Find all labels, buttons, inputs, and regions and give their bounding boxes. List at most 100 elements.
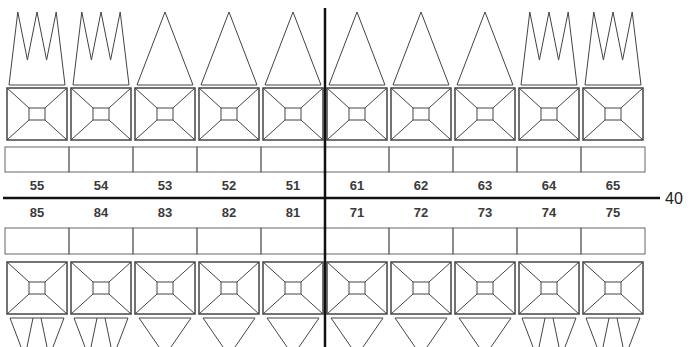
root-line <box>603 318 609 347</box>
surface-diagonal <box>429 294 451 314</box>
root-base <box>139 318 191 319</box>
tooth-number: 74 <box>542 206 556 219</box>
surface-box <box>7 88 67 140</box>
note-cell <box>517 147 581 172</box>
upper-tooth-outline <box>521 12 577 85</box>
note-cell <box>325 147 389 172</box>
surface-diagonal <box>365 262 387 282</box>
surface-diagonal <box>365 88 387 108</box>
surface-diagonal <box>301 88 323 108</box>
surface-diagonal <box>109 120 131 140</box>
upper-tooth-outline <box>393 12 449 85</box>
surface-diagonal <box>621 294 643 314</box>
surface-diagonal <box>109 262 131 282</box>
root-line <box>117 318 128 347</box>
surface-center <box>285 108 301 120</box>
surface-box <box>583 262 643 314</box>
root-line <box>139 318 159 347</box>
surface-diagonal <box>263 88 285 108</box>
upper-tooth-outline <box>73 12 129 85</box>
root-line <box>299 318 319 347</box>
upper-tooth-outline <box>585 12 641 85</box>
note-cell <box>133 228 197 254</box>
upper-tooth-outline <box>9 12 65 85</box>
root-line <box>203 318 223 347</box>
note-cell <box>517 228 581 254</box>
surface-center <box>93 282 109 294</box>
surface-center <box>349 282 365 294</box>
surface-center <box>349 108 365 120</box>
surface-box <box>7 262 67 314</box>
surface-box <box>199 88 259 140</box>
surface-diagonal <box>263 120 285 140</box>
surface-box <box>519 88 579 140</box>
tooth-number: 72 <box>414 206 428 219</box>
tooth-number: 81 <box>286 206 300 219</box>
tooth-number: 55 <box>30 179 44 192</box>
root-base <box>203 318 255 319</box>
root-line <box>91 318 97 347</box>
surface-diagonal <box>7 120 29 140</box>
surface-diagonal <box>301 262 323 282</box>
surface-box <box>391 262 451 314</box>
root-line <box>539 318 545 347</box>
surface-diagonal <box>71 120 93 140</box>
surface-diagonal <box>327 120 349 140</box>
surface-center <box>541 108 557 120</box>
surface-box <box>263 88 323 140</box>
root-line <box>553 318 559 347</box>
surface-diagonal <box>557 262 579 282</box>
surface-diagonal <box>237 120 259 140</box>
note-cell <box>69 228 133 254</box>
root-line <box>27 318 33 347</box>
surface-diagonal <box>135 262 157 282</box>
tooth-number: 84 <box>94 206 108 219</box>
note-cell <box>261 147 325 172</box>
surface-center <box>29 282 45 294</box>
tooth-number: 83 <box>158 206 172 219</box>
note-cell <box>325 228 389 254</box>
root-line <box>10 318 21 347</box>
surface-box <box>135 262 195 314</box>
note-cell <box>389 228 453 254</box>
surface-diagonal <box>71 294 93 314</box>
surface-diagonal <box>365 120 387 140</box>
note-cell <box>581 228 645 254</box>
surface-center <box>605 282 621 294</box>
note-cell <box>197 228 261 254</box>
surface-box <box>135 88 195 140</box>
root-base <box>522 318 576 319</box>
surface-center <box>29 108 45 120</box>
surface-box <box>71 88 131 140</box>
surface-center <box>541 282 557 294</box>
upper-tooth-outline <box>457 12 513 85</box>
root-line <box>427 318 447 347</box>
surface-center <box>285 282 301 294</box>
root-line <box>105 318 111 347</box>
tooth-number: 73 <box>478 206 492 219</box>
tooth-number: 71 <box>350 206 364 219</box>
surface-diagonal <box>621 262 643 282</box>
surface-diagonal <box>621 120 643 140</box>
surface-diagonal <box>45 88 67 108</box>
note-cell <box>453 147 517 172</box>
surface-diagonal <box>135 294 157 314</box>
surface-diagonal <box>7 262 29 282</box>
note-cell <box>389 147 453 172</box>
surface-diagonal <box>109 294 131 314</box>
tooth-number: 75 <box>606 206 620 219</box>
surface-diagonal <box>199 88 221 108</box>
surface-diagonal <box>71 88 93 108</box>
surface-box <box>327 262 387 314</box>
surface-diagonal <box>429 120 451 140</box>
surface-box <box>391 88 451 140</box>
surface-diagonal <box>109 88 131 108</box>
surface-center <box>93 108 109 120</box>
surface-diagonal <box>621 88 643 108</box>
surface-center <box>157 282 173 294</box>
root-line <box>41 318 47 347</box>
surface-diagonal <box>455 88 477 108</box>
tooth-number: 51 <box>286 179 300 192</box>
root-line <box>363 318 383 347</box>
